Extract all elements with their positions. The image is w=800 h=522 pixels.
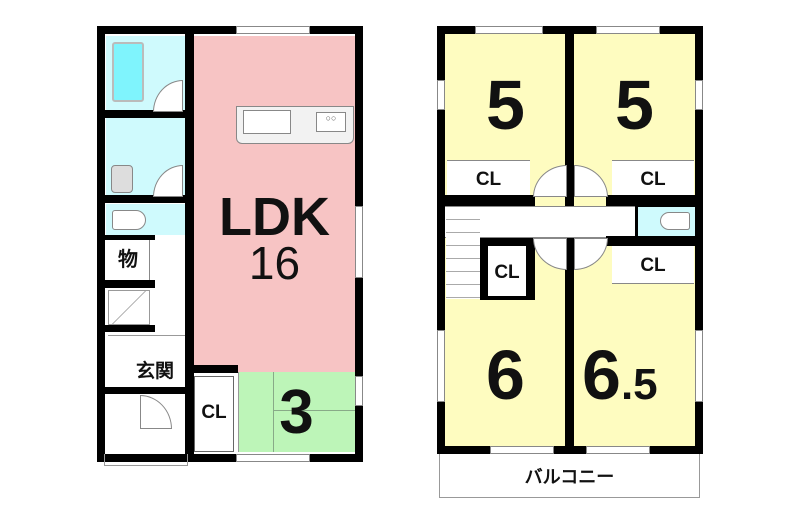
wall-center-top (565, 34, 574, 206)
window-sw-bottom (490, 446, 554, 454)
bedroom-se-size-int: 6 (582, 336, 621, 414)
bedroom-se-size: 6.5 (582, 340, 692, 410)
wall-toilet-bottom (105, 235, 155, 240)
closet-ne (612, 160, 694, 195)
wall-hall-top-left (445, 195, 535, 206)
closet-1f-label: CL (201, 402, 227, 423)
window-ldk-right (355, 206, 363, 278)
window-nw-top (475, 26, 543, 34)
window-ne-right (695, 80, 703, 110)
wall-hall-bottom-right (606, 236, 695, 246)
wall-stair-bottom (105, 325, 155, 332)
window-se-bottom (586, 446, 650, 454)
stove-icon: ○○ (316, 112, 346, 132)
closet-se (612, 246, 694, 284)
toilet-2f-icon (660, 212, 690, 230)
stairs-2f (446, 207, 480, 299)
wall-center-bottom (565, 238, 574, 446)
bedroom-sw-size: 6 (486, 336, 525, 414)
bedroom-ne-size: 5 (615, 66, 654, 144)
entrance-step (108, 335, 185, 383)
balcony-label: バルコニー (524, 467, 615, 487)
window-nw-left (437, 80, 445, 110)
closet-nw (447, 160, 530, 195)
storage-label: 物 (118, 249, 138, 271)
closet-sw-label: CL (494, 262, 520, 283)
wall-ldk-left (185, 34, 194, 454)
entrance-porch (104, 454, 188, 466)
ldk-label: LDK (219, 187, 330, 247)
tatami-line (273, 372, 274, 452)
entrance-label: 玄関 (135, 361, 174, 382)
bedroom-se-size-frac: .5 (620, 360, 658, 409)
balcony (439, 454, 700, 498)
storage-room (106, 240, 150, 280)
closet-ne-label: CL (640, 169, 666, 190)
window-sw-left (437, 330, 445, 402)
toilet-icon (112, 210, 146, 230)
washbasin-icon (111, 165, 133, 193)
ldk-size: 16 (248, 237, 301, 289)
closet-se-label: CL (640, 255, 666, 276)
closet-1f (194, 376, 234, 452)
stair-under-1f (108, 290, 150, 325)
wall-closet-top (185, 365, 238, 373)
window-ne-top (596, 26, 660, 34)
closet-sw (488, 246, 526, 296)
tatami-size: 3 (279, 378, 314, 447)
wall-entrance (105, 387, 185, 394)
bathtub-icon (112, 42, 144, 102)
window-se-right (695, 330, 703, 402)
tatami-line (273, 410, 355, 411)
window-tatami-bottom (236, 454, 310, 462)
window-ldk-top (236, 26, 310, 34)
bedroom-nw-size: 5 (486, 66, 525, 144)
closet-nw-label: CL (475, 169, 502, 190)
sink-icon (243, 110, 291, 134)
tatami-room (238, 372, 355, 452)
wall-hall-top-right (606, 195, 695, 206)
wall-storage-bottom (105, 280, 155, 288)
window-tatami-right (355, 376, 363, 406)
wall-wash-bottom (105, 195, 194, 203)
wall-bath-bottom (105, 110, 185, 118)
ldk-room (194, 36, 355, 372)
